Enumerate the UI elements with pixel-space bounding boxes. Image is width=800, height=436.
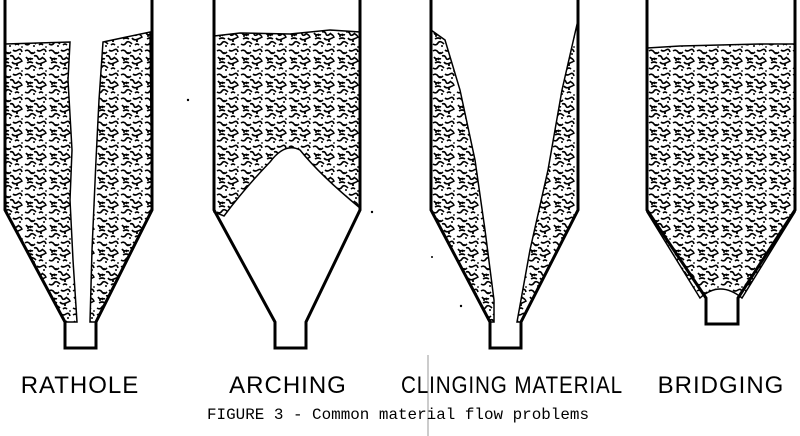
figure-caption: FIGURE 3 - Common material flow problems bbox=[207, 406, 589, 424]
speck bbox=[370, 210, 374, 214]
rathole-hopper-outline bbox=[3, 0, 154, 350]
speck bbox=[186, 98, 190, 102]
speck bbox=[431, 256, 433, 258]
bridging-hopper-outline bbox=[645, 0, 797, 326]
rathole-hopper bbox=[3, 0, 154, 350]
rathole-material-right bbox=[89, 31, 153, 323]
speck bbox=[459, 304, 463, 308]
rathole-label: RATHOLE bbox=[21, 372, 140, 399]
arching-hopper-outline bbox=[212, 0, 362, 350]
clinging-material-left bbox=[430, 28, 495, 323]
clinging-label: CLINGING MATERIAL bbox=[401, 372, 623, 399]
arching-hopper bbox=[212, 0, 362, 350]
bridging-hopper bbox=[645, 0, 797, 326]
bridging-label: BRIDGING bbox=[658, 372, 785, 399]
arching-material bbox=[213, 29, 361, 217]
clinging-hopper bbox=[429, 0, 580, 350]
arching-label: ARCHING bbox=[229, 372, 347, 399]
clinging-hopper-outline bbox=[429, 0, 580, 350]
clinging-material-right bbox=[516, 19, 579, 323]
bridging-material bbox=[646, 43, 796, 300]
